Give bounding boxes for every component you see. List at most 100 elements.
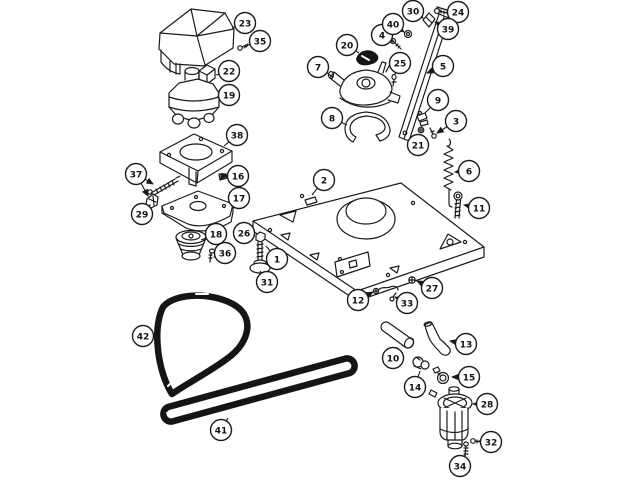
callout-19: 19 xyxy=(216,83,241,107)
callout-12: 12 xyxy=(346,288,374,312)
balloon-2 xyxy=(312,168,336,192)
balloon-number-33: 33 xyxy=(401,299,414,309)
balloon-number-20: 20 xyxy=(341,41,354,51)
balloon-number-41: 41 xyxy=(215,426,228,436)
balloon-number-25: 25 xyxy=(394,59,407,69)
balloon-number-17: 17 xyxy=(233,194,246,204)
balloon-number-1: 1 xyxy=(274,255,280,265)
part-leg-nut xyxy=(255,231,266,243)
balloon-1 xyxy=(265,247,289,271)
part-top-screw xyxy=(433,7,448,15)
part-foot-pad xyxy=(249,259,271,274)
balloon-33 xyxy=(395,291,419,315)
callout-15: 15 xyxy=(450,365,481,389)
part-clamp-nut xyxy=(408,276,416,284)
balloon-number-18: 18 xyxy=(210,230,223,240)
balloon-number-21: 21 xyxy=(412,141,425,151)
leader-line-11 xyxy=(462,203,472,210)
balloon-25 xyxy=(388,51,412,75)
balloon-number-7: 7 xyxy=(315,63,321,73)
leader-line-37 xyxy=(144,177,154,185)
callout-21: 21 xyxy=(406,133,430,157)
balloon-number-26: 26 xyxy=(238,229,251,239)
balloon-number-24: 24 xyxy=(452,8,465,18)
balloon-22 xyxy=(217,59,241,83)
balloon-35 xyxy=(248,29,272,53)
callout-24: 24 xyxy=(445,0,470,24)
balloon-number-23: 23 xyxy=(239,19,252,29)
balloon-12 xyxy=(346,288,370,312)
balloon-24 xyxy=(446,0,470,24)
balloon-17 xyxy=(227,186,251,210)
balloon-38 xyxy=(225,123,249,147)
balloon-34 xyxy=(448,454,472,478)
callout-39: 39 xyxy=(434,17,460,41)
part-pulley-screw xyxy=(208,248,216,263)
part-brace-clip xyxy=(422,12,436,28)
callout-30: 30 xyxy=(401,0,425,23)
balloon-32 xyxy=(479,430,503,454)
balloon-27 xyxy=(420,276,444,300)
balloon-number-12: 12 xyxy=(352,296,365,306)
balloon-5 xyxy=(431,54,455,78)
balloon-18 xyxy=(204,222,228,246)
callout-40: 40 xyxy=(381,12,405,36)
leader-line-7 xyxy=(326,72,334,78)
part-pump xyxy=(428,386,473,450)
balloon-23 xyxy=(233,11,257,35)
part-clamp-screw xyxy=(389,292,397,302)
leader-line-13 xyxy=(448,339,458,346)
balloon-11 xyxy=(467,196,491,220)
part-washer xyxy=(417,126,425,134)
part-pump-screw-bottom xyxy=(463,441,469,457)
leader-line-5 xyxy=(425,67,435,74)
balloon-21 xyxy=(406,133,430,157)
part-motor-mount-plate xyxy=(159,133,233,187)
balloon-number-9: 9 xyxy=(435,96,441,106)
callout-32: 32 xyxy=(477,430,503,454)
balloon-number-38: 38 xyxy=(231,131,244,141)
part-brace-nut xyxy=(403,29,413,39)
balloon-number-27: 27 xyxy=(426,284,439,294)
balloon-3 xyxy=(444,109,468,133)
balloon-number-39: 39 xyxy=(442,25,455,35)
callout-42: 42 xyxy=(131,324,157,348)
balloon-number-5: 5 xyxy=(440,62,446,72)
callout-37: 37 xyxy=(124,162,154,197)
part-seal xyxy=(356,50,379,66)
callout-23: 23 xyxy=(231,11,257,35)
balloon-number-16: 16 xyxy=(232,172,245,182)
part-brace-screw xyxy=(389,37,402,50)
callout-6: 6 xyxy=(453,159,481,183)
leader-line-1 xyxy=(265,245,271,252)
balloon-16 xyxy=(226,164,250,188)
callout-22: 22 xyxy=(215,59,241,83)
part-idler-spring xyxy=(147,175,181,196)
part-pump-belt xyxy=(160,355,358,425)
balloon-31 xyxy=(255,270,279,294)
part-housing-screw xyxy=(391,73,397,87)
balloon-number-35: 35 xyxy=(254,37,267,47)
balloon-number-36: 36 xyxy=(219,249,232,259)
part-hose-elbow xyxy=(423,321,451,356)
callout-11: 11 xyxy=(462,196,491,220)
balloon-number-2: 2 xyxy=(321,176,327,186)
leader-line-27 xyxy=(416,280,425,287)
leader-line-14 xyxy=(417,370,421,378)
balloon-number-11: 11 xyxy=(473,204,486,214)
leader-line-12 xyxy=(365,291,374,299)
part-base-bracket xyxy=(161,190,234,232)
callout-36: 36 xyxy=(212,241,237,265)
balloon-number-34: 34 xyxy=(454,462,467,472)
leader-line-37 xyxy=(140,182,149,197)
callout-34: 34 xyxy=(448,454,472,478)
balloon-42 xyxy=(131,324,155,348)
balloon-10 xyxy=(381,346,405,370)
callout-1: 1 xyxy=(265,245,289,271)
balloon-number-3: 3 xyxy=(453,117,459,127)
balloon-26 xyxy=(232,221,256,245)
balloon-19 xyxy=(217,83,241,107)
balloon-36 xyxy=(213,241,237,265)
balloon-number-32: 32 xyxy=(485,438,498,448)
balloon-number-42: 42 xyxy=(137,332,150,342)
